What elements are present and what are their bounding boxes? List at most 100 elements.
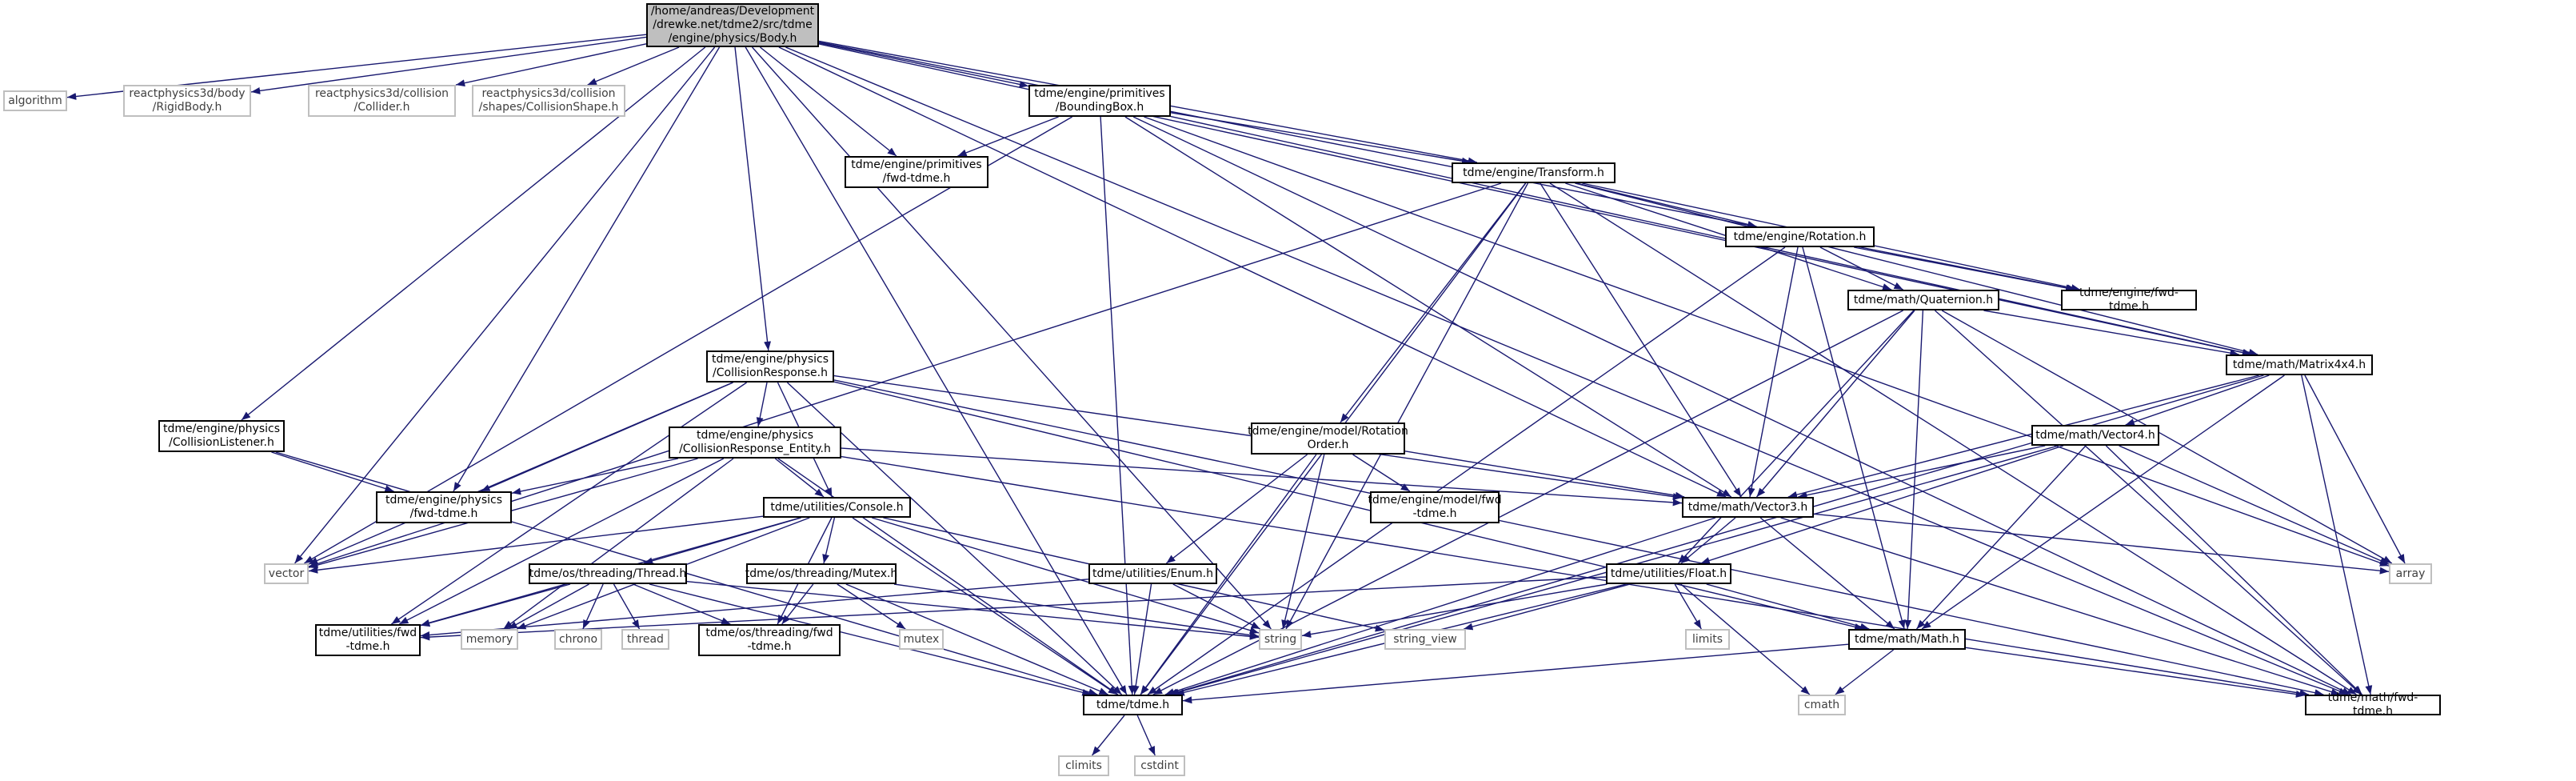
node-vector4[interactable]: tdme/math/Vector4.h	[2031, 425, 2159, 446]
node-cre[interactable]: tdme/engine/physics /CollisionResponse_E…	[669, 427, 841, 459]
node-label: tdme/math/Math.h	[1855, 632, 1959, 646]
node-rotation[interactable]: tdme/engine/Rotation.h	[1725, 226, 1875, 247]
node-label: tdme/engine/physics /fwd-tdme.h	[385, 494, 503, 520]
node-label: memory	[465, 632, 513, 646]
edge-quaternion-to-mathh	[1904, 310, 1924, 630]
node-memory: memory	[461, 629, 518, 650]
node-tdmeh[interactable]: tdme/tdme.h	[1083, 695, 1183, 715]
node-label: cstdint	[1140, 759, 1179, 772]
edge-rotationorder-to-enum	[1165, 454, 1308, 564]
edge-cre-to-vector3	[841, 447, 1683, 507]
node-label: tdme/os/threading/Mutex.h	[745, 567, 898, 580]
node-algorithm: algorithm	[3, 90, 67, 111]
edge-float-to-string	[1301, 583, 1608, 638]
edge-body-to-collisionshape	[587, 46, 680, 86]
edge-cre-to-mathfwd	[841, 455, 2309, 697]
node-primfwd[interactable]: tdme/engine/primitives /fwd-tdme.h	[845, 156, 988, 188]
edge-matrix4x4-to-vector4	[2125, 374, 2270, 426]
node-label: tdme/math/Quaternion.h	[1853, 293, 1994, 306]
edge-float-to-cmath	[1680, 583, 1811, 695]
node-label: tdme/tdme.h	[1096, 698, 1170, 711]
node-label: tdme/math/Vector4.h	[2035, 428, 2155, 442]
node-label: reactphysics3d/body /RigidBody.h	[129, 87, 246, 114]
edge-transform-to-vector3	[1540, 182, 1742, 498]
edge-collisionresponse-to-tdmeh	[786, 382, 1123, 695]
node-mathh[interactable]: tdme/math/Math.h	[1848, 629, 1966, 650]
node-label: /home/andreas/Development /drewke.net/td…	[650, 5, 815, 45]
node-rotationorder[interactable]: tdme/engine/model/Rotation Order.h	[1248, 423, 1408, 455]
edge-vector4-to-float	[1700, 445, 2064, 564]
edge-vector4-to-array	[2119, 445, 2390, 565]
node-label: tdme/engine/primitives /fwd-tdme.h	[851, 158, 982, 185]
node-label: tdme/engine/fwd-tdme.h	[2079, 286, 2179, 313]
node-boundingbox[interactable]: tdme/engine/primitives /BoundingBox.h	[1028, 85, 1171, 117]
node-threadingfwd[interactable]: tdme/os/threading/fwd -tdme.h	[698, 624, 841, 656]
node-transform[interactable]: tdme/engine/Transform.h	[1452, 162, 1615, 183]
node-float[interactable]: tdme/utilities/Float.h	[1606, 563, 1731, 584]
node-label: tdme/utilities/Float.h	[1610, 567, 1727, 580]
edge-boundingbox-to-vector3	[1124, 116, 1732, 498]
edge-cre-to-memory	[503, 458, 734, 630]
node-utilfwd[interactable]: tdme/utilities/fwd -tdme.h	[315, 624, 421, 656]
edge-console-to-mutex	[822, 517, 836, 564]
node-thread[interactable]: tdme/os/threading/Thread.h	[529, 563, 687, 584]
node-stringview: string_view	[1384, 629, 1466, 650]
node-label: limits	[1691, 632, 1723, 646]
edge-quaternion-to-vector3	[1755, 310, 1915, 498]
node-cstdint: cstdint	[1134, 755, 1185, 776]
node-label: tdme/utilities/fwd -tdme.h	[318, 627, 417, 653]
edge-rotation-to-mathh	[1802, 246, 1906, 630]
edge-mutex-to-tdmeh	[845, 583, 1108, 695]
node-chrono: chrono	[554, 629, 602, 650]
node-modelfwd[interactable]: tdme/engine/model/fwd -tdme.h	[1368, 491, 1502, 523]
edge-mutex-to-mutexstd	[837, 583, 906, 630]
edge-body-to-physicsfwd	[453, 46, 721, 492]
node-mutex[interactable]: tdme/os/threading/Mutex.h	[745, 563, 898, 584]
node-collisionresponse[interactable]: tdme/engine/physics /CollisionResponse.h	[706, 350, 834, 382]
edge-tdmeh-to-climits	[1091, 715, 1125, 756]
node-label: climits	[1065, 759, 1102, 772]
node-enginefwd[interactable]: tdme/engine/fwd-tdme.h	[2061, 286, 2197, 313]
edge-vector3-to-array	[1813, 513, 2390, 575]
node-label: algorithm	[8, 94, 62, 107]
edge-body-to-string	[752, 46, 1272, 630]
node-console[interactable]: tdme/utilities/Console.h	[763, 497, 911, 518]
edge-quaternion-to-matrix4x4	[1983, 310, 2239, 357]
node-quaternion[interactable]: tdme/math/Quaternion.h	[1847, 290, 1999, 310]
node-label: tdme/math/fwd-tdme.h	[2327, 691, 2418, 718]
node-matrix4x4[interactable]: tdme/math/Matrix4x4.h	[2226, 354, 2373, 375]
edge-boundingbox-to-tdmeh	[1100, 116, 1136, 695]
edge-rotation-to-enginefwd	[1854, 246, 2075, 292]
edge-body-to-enginefwd	[818, 42, 2077, 292]
node-label: tdme/engine/model/Rotation Order.h	[1248, 425, 1408, 451]
node-vector3[interactable]: tdme/math/Vector3.h	[1682, 497, 1814, 518]
edge-matrix4x4-to-vector3	[1787, 374, 2259, 499]
edge-body-to-mathfwd	[785, 46, 2348, 695]
node-threadstd: thread	[621, 629, 669, 650]
edge-boundingbox-to-array	[1144, 116, 2390, 567]
edge-rotation-to-tdmeh	[1147, 246, 1786, 695]
node-mathfwd[interactable]: tdme/math/fwd-tdme.h	[2305, 691, 2441, 718]
edge-collisionresponse-to-vector	[308, 382, 733, 565]
node-collisionlistener[interactable]: tdme/engine/physics /CollisionListener.h	[158, 420, 285, 452]
node-string: string	[1259, 629, 1302, 650]
node-label: tdme/engine/Rotation.h	[1733, 230, 1867, 243]
edge-body-to-tdmeh	[745, 46, 1128, 695]
edge-transform-to-rotationorder	[1340, 182, 1526, 423]
node-enum[interactable]: tdme/utilities/Enum.h	[1088, 563, 1217, 584]
edge-float-to-limits	[1674, 583, 1702, 630]
edge-vector3-to-tdmeh	[1164, 517, 1716, 695]
edge-mathh-to-mathfwd	[1965, 647, 2306, 698]
edge-body-to-primfwd	[760, 46, 897, 157]
node-label: thread	[627, 632, 664, 646]
node-label: tdme/engine/Transform.h	[1463, 166, 1604, 179]
node-collisionshape: reactphysics3d/collision /shapes/Collisi…	[472, 85, 625, 117]
node-cmath: cmath	[1798, 695, 1846, 715]
node-physicsfwd[interactable]: tdme/engine/physics /fwd-tdme.h	[376, 491, 512, 523]
node-label: reactphysics3d/collision /Collider.h	[314, 87, 449, 114]
node-label: cmath	[1803, 698, 1840, 711]
node-label: string_view	[1393, 632, 1457, 646]
edge-thread-to-tdmeh	[649, 583, 1092, 696]
edge-vector3-to-float	[1680, 517, 1736, 564]
node-body: /home/andreas/Development /drewke.net/td…	[646, 3, 819, 47]
